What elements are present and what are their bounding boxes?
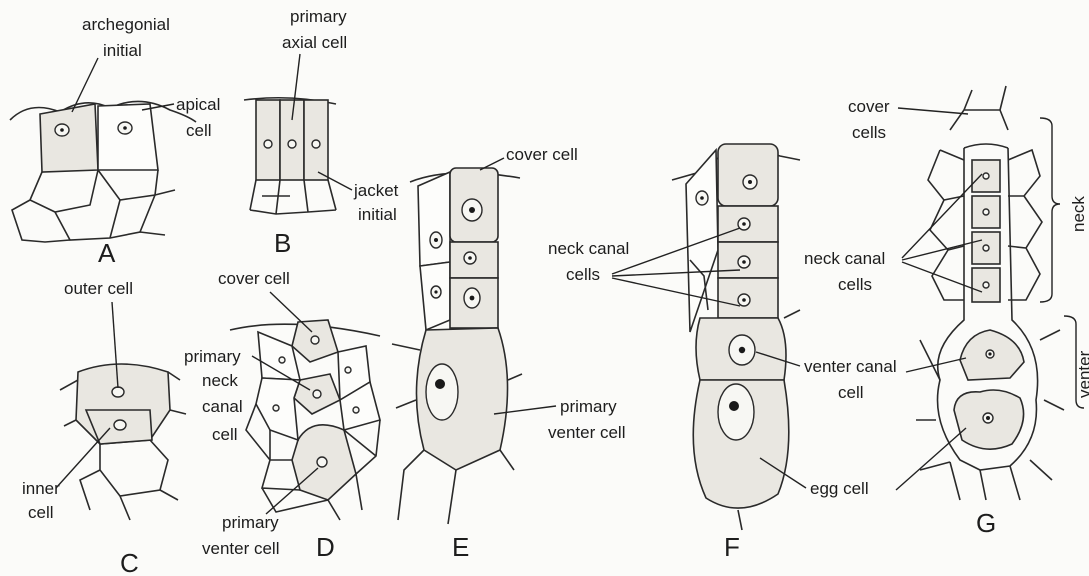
primary-axial-label-2: axial cell (282, 33, 347, 52)
cover-cell-d-label: cover cell (218, 269, 290, 288)
panel-d-letter: D (316, 532, 335, 562)
primary-venter-e-label-2: venter cell (548, 423, 625, 442)
panel-a-letter: A (98, 238, 116, 268)
panel-g-letter: G (976, 508, 996, 538)
inner-cell-label-2: cell (28, 503, 54, 522)
primary-venter-d-label-2: venter cell (202, 539, 279, 558)
cover-cells-g-label-1: cover (848, 97, 890, 116)
primary-neck-canal-label-2: neck (202, 371, 238, 390)
archegonial-initial-cell (40, 104, 98, 172)
neck-canal-f-label-2: cells (566, 265, 600, 284)
neck-canal-g-label-1: neck canal (804, 249, 885, 268)
venter-label: venter (1075, 350, 1089, 398)
panel-c-letter: C (120, 548, 139, 576)
neck-label: neck (1069, 196, 1088, 232)
panel-g: G cover cells neck canal cells neck vent… (804, 86, 1089, 538)
apical-cell-label-2: cell (186, 121, 212, 140)
apical-cell-label-1: apical (176, 95, 220, 114)
archegonial-initial-label-2: initial (103, 41, 142, 60)
neck-canal-g-label-2: cells (838, 275, 872, 294)
egg-cell-f-label: egg cell (810, 479, 869, 498)
primary-neck-canal-label-4: cell (212, 425, 238, 444)
primary-venter-d-label-1: primary (222, 513, 279, 532)
neck-canal-f-label-1: neck canal (548, 239, 629, 258)
archegonial-initial-label-1: archegonial (82, 15, 170, 34)
panel-a: A archegonial initial apical cell (10, 15, 220, 268)
panel-b: B primary axial cell jacket initial (244, 7, 399, 258)
primary-axial-label-1: primary (290, 7, 347, 26)
panel-b-letter: B (274, 228, 291, 258)
inner-cell-label-1: inner (22, 479, 60, 498)
primary-neck-canal-label-3: canal (202, 397, 243, 416)
jacket-initial-label-1: jacket (353, 181, 399, 200)
venter-canal-f-label-1: venter canal (804, 357, 897, 376)
cover-cell-e-label: cover cell (506, 145, 578, 164)
apical-cell (98, 104, 158, 170)
panel-f-letter: F (724, 532, 740, 562)
panel-d: D cover cell primary neck canal cell pri… (184, 269, 380, 562)
panel-c: C outer cell inner cell (22, 279, 186, 576)
primary-neck-canal-label-1: primary (184, 347, 241, 366)
primary-venter-e-label-1: primary (560, 397, 617, 416)
panel-f: F neck canal cells venter canal cell egg… (548, 144, 897, 562)
cover-cells-g-label-2: cells (852, 123, 886, 142)
panel-e: E cover cell primary venter cell (392, 145, 625, 562)
venter-canal-f-label-2: cell (838, 383, 864, 402)
jacket-initial-label-2: initial (358, 205, 397, 224)
neck-brace (1040, 118, 1060, 302)
outer-cell-label: outer cell (64, 279, 133, 298)
panel-e-letter: E (452, 532, 469, 562)
